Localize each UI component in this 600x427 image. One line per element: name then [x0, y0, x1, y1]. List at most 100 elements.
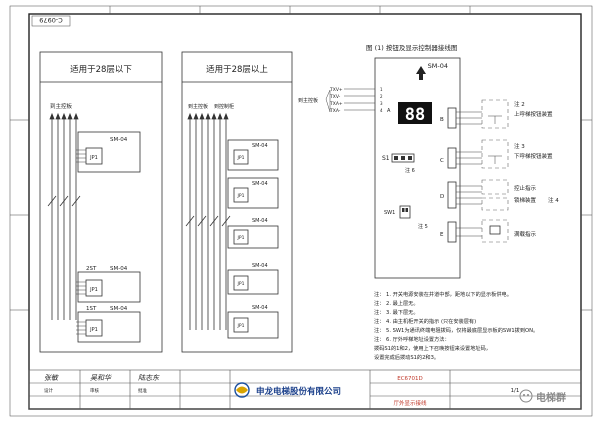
svg-text:TXA+: TXA+ — [329, 101, 343, 107]
company-logo-icon — [234, 382, 250, 398]
board-right-3: SM-04 JP1 — [227, 218, 279, 249]
svg-text:1: 1 — [380, 87, 383, 92]
svg-text:TXA-: TXA- — [329, 108, 341, 114]
panel-right-title: 适用于28层以上 — [206, 64, 268, 75]
svg-text:JP1: JP1 — [89, 327, 98, 333]
svg-text:JP1: JP1 — [89, 287, 98, 293]
bus-arrows-right — [187, 112, 229, 140]
break-marks-right — [185, 215, 231, 227]
note-line-2: 注： 2. 最上层无。 — [374, 299, 419, 307]
svg-text:C: C — [440, 158, 444, 164]
wiring-diagram: 图 (1) 按钮及显示控制器接线图 SM-04 TXV+ TXV- TXA+ T… — [298, 43, 559, 279]
svg-text:D: D — [440, 194, 444, 200]
label-down-call-button: 下呼梯按钮装置 — [514, 152, 553, 160]
label-note2: 注 2 — [514, 100, 525, 108]
label-up-call-button: 上呼梯按钮装置 — [514, 110, 553, 118]
bus-arrows-left — [49, 112, 79, 140]
break-marks-left — [47, 195, 81, 207]
svg-text:JP1: JP1 — [237, 281, 245, 287]
svg-text:SM-04: SM-04 — [252, 143, 268, 149]
title-block: 张敏 设计 吴和华 审核 陆志东 批准 申龙电梯股份有限公司 EC6701D 厅… — [28, 369, 582, 410]
connector-b: B — [440, 107, 457, 129]
s1-label: S1 — [382, 155, 390, 162]
connector-c: C — [440, 147, 457, 169]
note6-label: 注 6 — [405, 167, 415, 174]
svg-text:JP1: JP1 — [237, 193, 245, 199]
panel-right: 适用于28层以上 到主控板 到控制柜 SM-04 — [181, 51, 293, 353]
svg-text:E: E — [440, 232, 444, 238]
svg-text:JP1: JP1 — [237, 155, 245, 161]
sw1-switch — [399, 205, 411, 219]
svg-text:JP1: JP1 — [89, 155, 98, 161]
board-right-4: SM-04 JP1 — [227, 263, 279, 295]
note-line-5: 注： 5. SW1为通讯终端电阻拨码，仅将最底层显示板的SW1拨到ON。 — [374, 326, 538, 334]
svg-text:SM-04: SM-04 — [252, 305, 268, 311]
svg-text:4: 4 — [380, 108, 383, 113]
connector-e: E — [440, 221, 457, 243]
border-ticks — [10, 6, 592, 311]
up-arrow-icon — [416, 66, 426, 74]
drawing-number-tag — [31, 15, 71, 27]
note5-label: 注 5 — [418, 223, 428, 230]
tb-checker: 吴和华 — [90, 374, 112, 382]
tb-label-design: 设计 — [44, 387, 53, 394]
watermark: 电梯群 — [519, 389, 566, 404]
svg-text:SM-04: SM-04 — [110, 137, 128, 143]
svg-text:3: 3 — [380, 101, 383, 106]
svg-text:SM-04: SM-04 — [252, 218, 268, 224]
wiring-left-label: 到主控板 — [298, 97, 318, 104]
svg-text:JP1: JP1 — [237, 323, 245, 329]
panel-left-top-label: 到主控板 — [50, 102, 73, 110]
label-stop-indicator: 控止指示 — [514, 184, 537, 192]
svg-text:TXV+: TXV+ — [329, 87, 343, 93]
label-note4: 注 4 — [548, 196, 559, 204]
board-right-5: SM-04 JP1 — [227, 305, 279, 339]
panel-right-top-label-1: 到主控板 — [188, 103, 208, 110]
signal-terminals: TXV+ TXV- TXA+ TXA- 1 2 3 4 A — [329, 87, 391, 114]
panel-right-top-label-2: 到控制柜 — [214, 103, 234, 110]
svg-text:2: 2 — [380, 94, 383, 99]
display-digits: 88 — [405, 105, 425, 125]
board-left-2st: 2ST SM-04 JP1 — [76, 266, 141, 303]
svg-text:SM-04: SM-04 — [110, 306, 128, 312]
seven-segment-display — [398, 102, 432, 124]
note-line-1: 注： 1. 开关电源安装在井道中部，距地以下的显示板供电。 — [374, 290, 512, 298]
note-line-4: 注： 4. 由主机柜开关的指示 (只在安装层有) — [374, 317, 476, 325]
svg-text:SM-04: SM-04 — [252, 263, 268, 269]
panel-left-title: 适用于28层以下 — [70, 64, 132, 75]
tb-approver: 陆志东 — [138, 374, 160, 382]
note-line-7: 拨码S1的1和2，使用上下召唤按钮来设置地址码， — [374, 344, 491, 352]
sw1-label: SW1 — [384, 210, 395, 216]
svg-text:1ST: 1ST — [86, 306, 97, 312]
wiring-title: 图 (1) 按钮及显示控制器接线图 — [366, 43, 457, 52]
svg-text:B: B — [440, 117, 444, 123]
label-note3: 注 3 — [514, 142, 525, 150]
board-right-1: SM-04 JP1 — [227, 139, 279, 171]
drawing-number-rotated: C-0979 — [39, 16, 62, 24]
board-left-1st: 1ST SM-04 JP1 — [76, 306, 141, 343]
watermark-text: 电梯群 — [536, 391, 566, 404]
board-right-2: SM-04 JP1 — [227, 177, 279, 209]
connector-d: D — [440, 181, 457, 209]
svg-text:SM-04: SM-04 — [110, 266, 128, 272]
tb-label-check: 审核 — [90, 387, 99, 394]
tb-drawing-no: EC6701D — [397, 376, 423, 382]
tb-label-approve: 批准 — [138, 387, 147, 394]
notes-block: 注： 1. 开关电源安装在井道中部，距地以下的显示板供电。 注： 2. 最上层无… — [374, 290, 538, 361]
svg-text:TXV-: TXV- — [329, 94, 341, 100]
tb-page: 1/1 — [511, 388, 520, 394]
board-left-top: SM-04 JP1 — [76, 131, 141, 173]
tb-company: 申龙电梯股份有限公司 — [256, 386, 341, 397]
label-full-load-indicator: 满载指示 — [514, 230, 537, 238]
label-lock-device: 锁梯装置 — [514, 196, 537, 204]
panel-left: 适用于28层以下 到主控板 SM-04 JP1 — [39, 51, 163, 353]
controller-board — [374, 57, 461, 279]
external-wiring — [456, 99, 509, 243]
outer-border — [9, 5, 593, 417]
connector-a: A — [387, 108, 391, 114]
controller-board-code: SM-04 — [428, 62, 448, 70]
tb-designer: 张敏 — [44, 374, 59, 382]
tb-drawing-name: 厅外显示接线 — [393, 399, 427, 407]
note-line-8: 设置完成后拨动S1的2和3。 — [374, 353, 439, 361]
